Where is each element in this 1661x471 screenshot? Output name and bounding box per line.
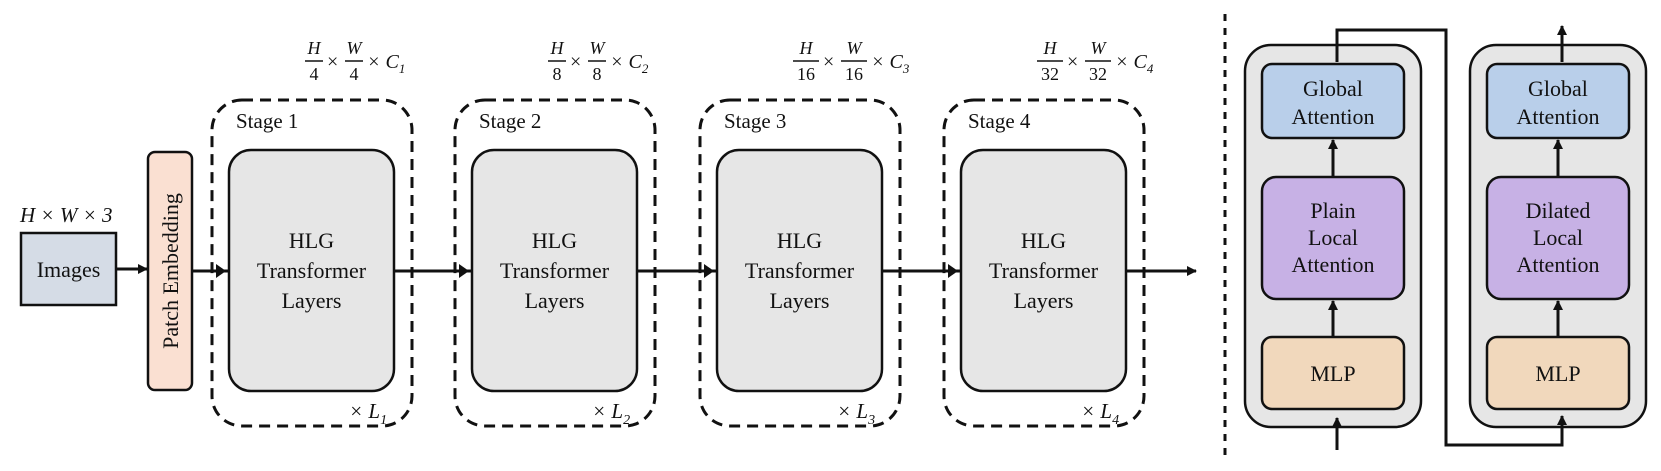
stage-repeat-label: × L1 xyxy=(349,399,387,428)
stage-dashed-border xyxy=(942,98,1146,428)
stage-output-dims: H 32 × W 32 × C4 xyxy=(1037,38,1154,84)
dim-w-den: 32 xyxy=(1089,64,1107,84)
flow-arrowhead xyxy=(216,264,226,278)
dim-w-den: 4 xyxy=(350,64,359,84)
global-attention-box xyxy=(1485,62,1631,140)
hlg-layers-label: Transformer xyxy=(989,258,1099,283)
dim-h-num: H xyxy=(307,38,322,58)
flow-arrowhead xyxy=(704,264,714,278)
times-symbol: × xyxy=(1067,51,1078,73)
dim-channels: × C4 xyxy=(1115,51,1154,76)
patch-embedding-label: Patch Embedding xyxy=(158,193,183,349)
dim-h-den: 4 xyxy=(310,64,319,84)
dim-w-den: 16 xyxy=(845,64,863,84)
local-attention-label: Plain xyxy=(1310,198,1355,223)
hlg-layers-label: HLG xyxy=(289,228,334,253)
hlg-layers-label: HLG xyxy=(532,228,577,253)
stage-label: Stage 2 xyxy=(479,109,541,133)
attention-blocks: GlobalAttentionPlainLocalAttentionMLPGlo… xyxy=(1243,43,1648,429)
hlg-layers-box xyxy=(227,148,396,393)
hlg-layers-label: Transformer xyxy=(500,258,610,283)
global-attention-label: Global xyxy=(1528,76,1588,101)
stage-label: Stage 1 xyxy=(236,109,298,133)
stage-dashed-border xyxy=(210,98,414,428)
stage-repeat-label: × L2 xyxy=(592,399,630,428)
local-attention-label: Attention xyxy=(1291,252,1374,277)
dim-channels: × C1 xyxy=(367,51,405,76)
block-connector-arrow xyxy=(1335,28,1567,447)
input-shape: H × W × 3 xyxy=(19,203,113,227)
stage-dashed-border xyxy=(453,98,657,428)
hlg-layers-label: Layers xyxy=(282,288,342,313)
dim-h-num: H xyxy=(550,38,565,58)
dim-w-num: W xyxy=(347,38,364,58)
flow-arrowhead xyxy=(948,264,958,278)
flow-arrowheads xyxy=(216,264,958,278)
dim-w-num: W xyxy=(847,38,864,58)
hlg-layers-box xyxy=(715,148,884,393)
dim-channels: × C2 xyxy=(610,51,649,76)
global-attention-label: Global xyxy=(1303,76,1363,101)
times-symbol: × xyxy=(570,51,581,73)
local-attention-label: Local xyxy=(1308,225,1358,250)
global-attention-box xyxy=(1260,62,1406,140)
hlg-layers-label: Transformer xyxy=(257,258,367,283)
stage-repeat-label: × L4 xyxy=(1081,399,1119,428)
times-symbol: × xyxy=(327,51,338,73)
stage-output-dims: H 4 × W 4 × C1 xyxy=(305,38,405,84)
dim-channels: × C3 xyxy=(871,51,910,76)
stage-label: Stage 4 xyxy=(968,109,1031,133)
hlg-layers-label: HLG xyxy=(1021,228,1066,253)
dim-w-den: 8 xyxy=(593,64,602,84)
hlg-layers-label: Transformer xyxy=(745,258,855,283)
dim-h-num: H xyxy=(1043,38,1058,58)
dim-h-den: 16 xyxy=(797,64,815,84)
local-attention-label: Attention xyxy=(1516,252,1599,277)
hlg-layers-label: Layers xyxy=(770,288,830,313)
flow-arrowhead xyxy=(459,264,469,278)
global-attention-label: Attention xyxy=(1291,104,1374,129)
stage-repeat-label: × L3 xyxy=(837,399,875,428)
stage-output-dims: H 8 × W 8 × C2 xyxy=(548,38,649,84)
dim-h-num: H xyxy=(799,38,814,58)
stage-dashed-border xyxy=(698,98,902,428)
mlp-label: MLP xyxy=(1535,361,1580,386)
stage-label: Stage 3 xyxy=(724,109,786,133)
local-attention-label: Local xyxy=(1533,225,1583,250)
dim-h-den: 32 xyxy=(1041,64,1059,84)
global-attention-label: Attention xyxy=(1516,104,1599,129)
hlg-layers-label: Layers xyxy=(525,288,585,313)
hlg-layers-box xyxy=(470,148,639,393)
local-attention-label: Dilated xyxy=(1526,198,1591,223)
dim-w-num: W xyxy=(590,38,607,58)
stage-output-dims: H 16 × W 16 × C3 xyxy=(793,38,910,84)
dim-h-den: 8 xyxy=(553,64,562,84)
mlp-label: MLP xyxy=(1310,361,1355,386)
times-symbol: × xyxy=(823,51,834,73)
dim-w-num: W xyxy=(1091,38,1108,58)
images-box xyxy=(19,231,118,307)
images-label: Images xyxy=(37,257,101,282)
hlg-layers-label: HLG xyxy=(777,228,822,253)
hlg-layers-box xyxy=(959,148,1128,393)
hlg-layers-label: Layers xyxy=(1014,288,1074,313)
